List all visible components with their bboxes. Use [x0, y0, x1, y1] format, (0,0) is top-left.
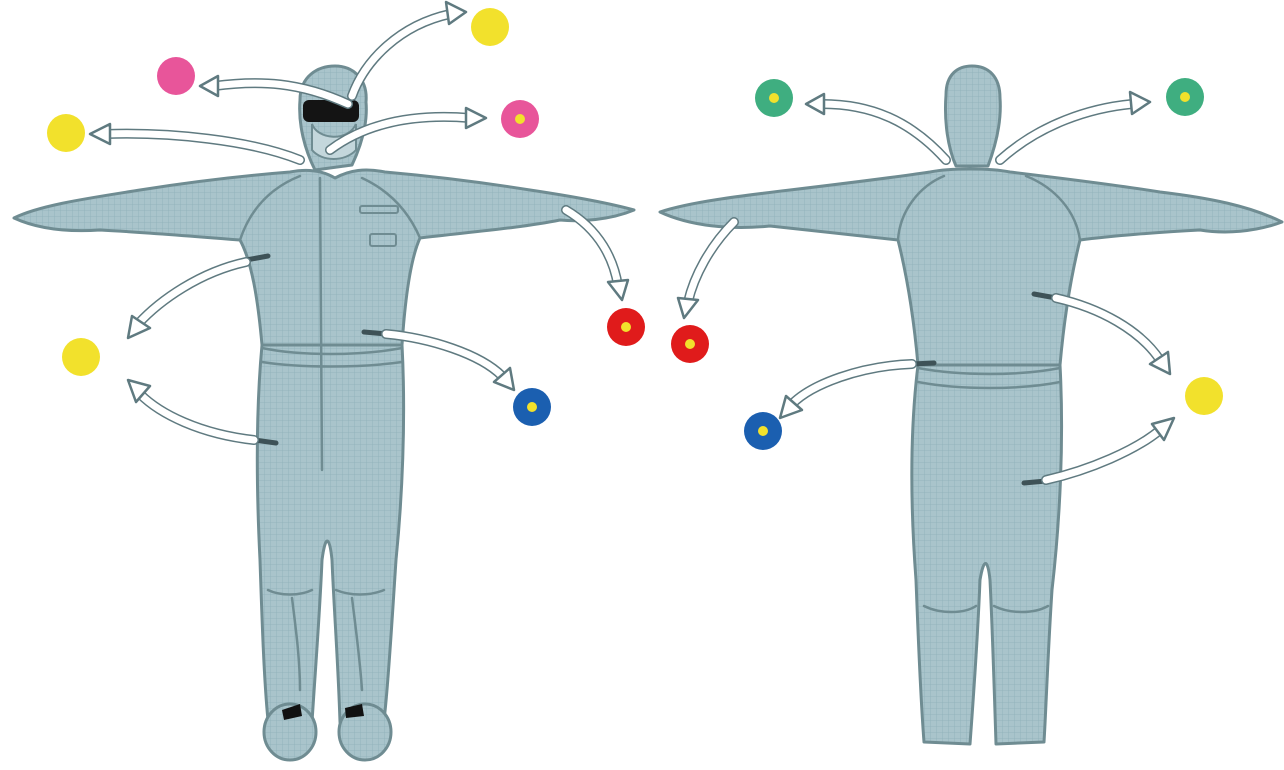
pink-marker-icon: [157, 57, 195, 95]
center-dot-icon: [527, 402, 537, 412]
arrow-head-icon: [200, 76, 218, 96]
marker-hand-right-front: [607, 308, 645, 346]
marker-back-waist: [744, 412, 782, 450]
yellow-marker-icon: [47, 114, 85, 152]
front-legs: [257, 345, 403, 722]
marker-head-top: [471, 8, 509, 46]
arrow-head-icon: [466, 108, 486, 128]
arrow-head-icon: [446, 2, 466, 24]
back-hood: [945, 66, 1000, 166]
yellow-marker-icon: [471, 8, 509, 46]
marker-waist-front: [513, 388, 551, 426]
arrow-head-icon: [608, 280, 628, 300]
marker-hood-left: [157, 57, 195, 95]
back-legs: [912, 365, 1062, 744]
marker-back-shoulder-left: [755, 79, 793, 117]
center-dot-icon: [515, 114, 525, 124]
center-dot-icon: [685, 339, 695, 349]
marker-shoulder-left: [47, 114, 85, 152]
center-dot-icon: [769, 93, 779, 103]
marker-chest-left: [62, 338, 100, 376]
arrow-head-icon: [90, 124, 110, 144]
back-arms-torso: [660, 169, 1282, 365]
marker-face: [501, 100, 539, 138]
center-dot-icon: [621, 322, 631, 332]
yellow-marker-icon: [1185, 377, 1223, 415]
arrow-head-icon: [1130, 92, 1150, 114]
marker-back-hip: [1185, 377, 1223, 415]
arrow-head-icon: [806, 94, 824, 114]
center-dot-icon: [1180, 92, 1190, 102]
yellow-marker-icon: [62, 338, 100, 376]
center-dot-icon: [758, 426, 768, 436]
marker-back-shoulder-right: [1166, 78, 1204, 116]
front-arms-torso: [14, 170, 634, 345]
arrow-head-icon: [678, 298, 698, 318]
marker-hand-left-back: [671, 325, 709, 363]
